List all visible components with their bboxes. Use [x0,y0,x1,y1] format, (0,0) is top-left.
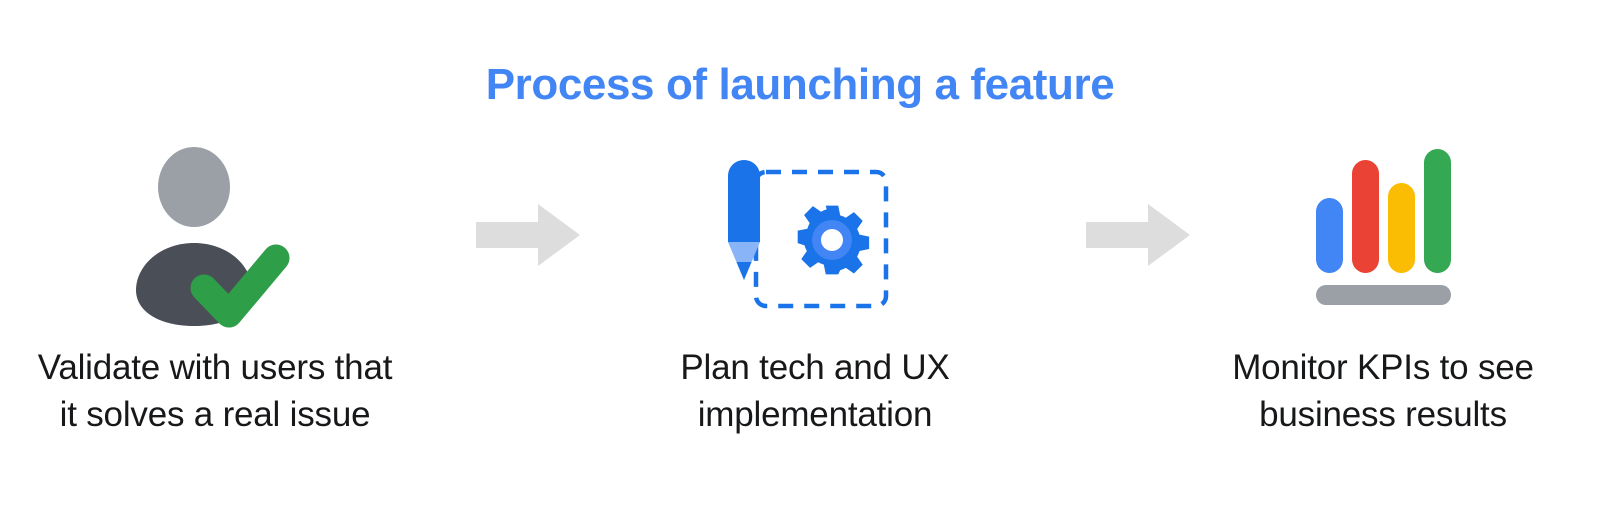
connector-arrow-1-container [458,140,598,330]
captions-row: Validate with users that it solves a rea… [0,344,1600,464]
step-1-caption-line-1: Validate with users that [37,348,393,387]
step-1-caption-line-2: it solves a real issue [59,395,371,434]
step-2-caption-line-1: Plan tech and UX [680,348,950,387]
step-1-icon-container [6,140,426,330]
bar-blue [1316,198,1343,273]
pencil-body [728,160,760,242]
pencil-tip [736,262,752,280]
pencil-and-gear-icon [728,160,889,309]
process-flow-row [0,140,1600,340]
gear-icon [797,205,870,275]
page-title: Process of launching a feature [485,60,1115,109]
arrow-right-icon [1086,204,1190,266]
step-3-caption: Monitor KPIs to see business results [1163,344,1600,438]
step-3-caption-line-1: Monitor KPIs to see [1232,348,1534,387]
dashed-frame-icon [753,169,889,309]
arrow-right-icon [476,204,580,266]
bar-yellow [1388,183,1415,273]
bar-chart-baseline [1316,285,1451,305]
connector-arrow-2-container [1068,140,1208,330]
bar-chart-icon [1316,149,1451,305]
step-3-icon-container [1172,140,1592,330]
pencil-wood [728,242,760,280]
step-2-caption: Plan tech and UX implementation [595,344,1035,438]
step-2-caption-line-2: implementation [697,395,933,434]
step-3-caption-line-2: business results [1259,395,1507,434]
person-with-check-icon [136,147,290,328]
step-2-icon-container [600,140,1020,330]
step-1-caption: Validate with users that it solves a rea… [0,344,435,438]
bar-green [1424,149,1451,273]
bar-red [1352,160,1379,273]
